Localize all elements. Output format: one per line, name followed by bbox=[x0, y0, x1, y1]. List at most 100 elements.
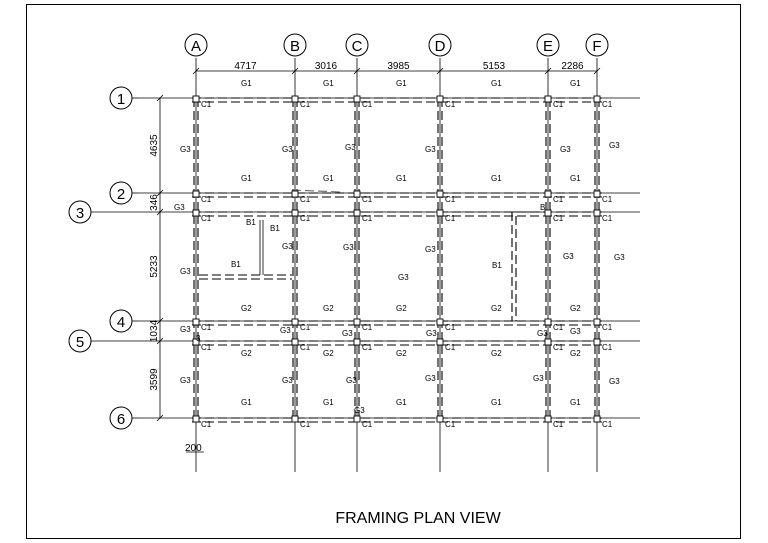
column-c1 bbox=[544, 190, 552, 198]
column-label-c1: C1 bbox=[300, 420, 311, 429]
beam-label-b1: B1 bbox=[492, 261, 502, 270]
column-c1 bbox=[436, 338, 444, 346]
column-c1 bbox=[192, 338, 200, 346]
grid-label-6: 6 bbox=[117, 411, 125, 428]
beam-label-g1: G1 bbox=[570, 398, 581, 407]
dimension-tick-left bbox=[156, 317, 164, 325]
beam-label-g1: G1 bbox=[241, 79, 252, 88]
column-label-c1: C1 bbox=[553, 343, 564, 352]
drawing-title: FRAMING PLAN VIEW bbox=[335, 510, 501, 527]
column-c1 bbox=[593, 95, 601, 103]
beam-label-g1: G1 bbox=[491, 174, 502, 183]
column-label-c1: C1 bbox=[602, 323, 613, 332]
dimension-tick-top bbox=[544, 67, 552, 75]
column-label-c1: C1 bbox=[201, 343, 212, 352]
beam-label-g1: G1 bbox=[570, 174, 581, 183]
column-c1 bbox=[544, 318, 552, 326]
beam-label-g3: G3 bbox=[282, 242, 293, 251]
column-label-c1: C1 bbox=[300, 100, 311, 109]
column-label-c1: C1 bbox=[201, 100, 212, 109]
column-label-c1: C1 bbox=[553, 214, 564, 223]
beam-label-g1: G1 bbox=[491, 398, 502, 407]
column-c1 bbox=[353, 95, 361, 103]
column-label-c1: C1 bbox=[362, 100, 373, 109]
column-c1 bbox=[291, 338, 299, 346]
beam-label-g3: G3 bbox=[180, 145, 191, 154]
dimension-text-left: 5233 bbox=[149, 255, 160, 278]
beam-label-g1: G1 bbox=[241, 174, 252, 183]
grid-bubble-f bbox=[585, 33, 609, 57]
column-label-c1: C1 bbox=[553, 420, 564, 429]
beam-label-b1: B1 bbox=[246, 218, 256, 227]
beam-label-b: B bbox=[540, 203, 545, 212]
beam-label-g2: G2 bbox=[241, 304, 252, 313]
beam-label-g1: G1 bbox=[570, 79, 581, 88]
column-c1 bbox=[593, 338, 601, 346]
column-label-c1: C1 bbox=[445, 343, 456, 352]
beam-label-g3: G3 bbox=[426, 329, 437, 338]
column-c1 bbox=[436, 318, 444, 326]
grid-label-1: 1 bbox=[117, 91, 125, 108]
grid-bubble-e bbox=[536, 33, 560, 57]
dimension-tick-top bbox=[436, 67, 444, 75]
beam-label-g3: G3 bbox=[354, 406, 365, 415]
column-label-c1: C1 bbox=[602, 214, 613, 223]
grid-bubble-b bbox=[283, 33, 307, 57]
beam-label-b1: B1 bbox=[231, 260, 241, 269]
beam-label-g3: G3 bbox=[343, 243, 354, 252]
column-label-c1: C1 bbox=[602, 100, 613, 109]
beam-label-g1: G1 bbox=[491, 79, 502, 88]
beam-label-g3: G3 bbox=[280, 326, 291, 335]
grid-bubble-d bbox=[428, 33, 452, 57]
column-label-c1: C1 bbox=[201, 420, 212, 429]
dimension-text-top: 4717 bbox=[234, 61, 257, 72]
beam-label-g3: G3 bbox=[537, 329, 548, 338]
dimension-tick-left bbox=[156, 208, 164, 216]
dimension-tick-left bbox=[156, 189, 164, 197]
beam-label-g3: G3 bbox=[282, 376, 293, 385]
column-label-c1: C1 bbox=[300, 195, 311, 204]
dimension-text-top: 5153 bbox=[483, 61, 506, 72]
grid-bubble-a bbox=[184, 33, 208, 57]
dimension-tick-left bbox=[156, 94, 164, 102]
beam-label-g3: G3 bbox=[174, 203, 185, 212]
grid-label-2: 2 bbox=[117, 186, 125, 203]
beam-label-g3: G3 bbox=[560, 145, 571, 154]
column-c1 bbox=[544, 338, 552, 346]
beam-label-g3: G3 bbox=[614, 253, 625, 262]
beam-label-g3: G3 bbox=[282, 145, 293, 154]
column-c1 bbox=[436, 190, 444, 198]
dimension-tick-left bbox=[156, 414, 164, 422]
column-c1 bbox=[353, 318, 361, 326]
column-c1 bbox=[593, 415, 601, 423]
column-c1 bbox=[353, 338, 361, 346]
beam-label-g3: G3 bbox=[570, 327, 581, 336]
beam-label-g3: G3 bbox=[180, 376, 191, 385]
column-label-c1: C1 bbox=[300, 323, 311, 332]
dimension-text-left: 1034 bbox=[149, 319, 160, 342]
column-c1 bbox=[291, 190, 299, 198]
offset-dimension-text: 200 bbox=[185, 443, 202, 454]
column-label-c1: C1 bbox=[201, 323, 212, 332]
column-label-c1: C1 bbox=[362, 195, 373, 204]
column-label-c1: C1 bbox=[362, 214, 373, 223]
column-label-c1: C1 bbox=[602, 195, 613, 204]
beam-label-g2: G2 bbox=[396, 304, 407, 313]
beam-label-g1: G1 bbox=[396, 79, 407, 88]
grid-bubble-c bbox=[345, 33, 369, 57]
column-c1 bbox=[291, 415, 299, 423]
beam-label-g1: G1 bbox=[323, 398, 334, 407]
beam-label-g1: G1 bbox=[323, 79, 334, 88]
drawing-frame bbox=[26, 4, 741, 539]
column-label-c1: C1 bbox=[300, 343, 311, 352]
column-label-c1: C1 bbox=[445, 214, 456, 223]
column-c1 bbox=[192, 415, 200, 423]
beam-label-g2: G2 bbox=[570, 349, 581, 358]
dimension-text-top: 3016 bbox=[315, 61, 338, 72]
column-label-c1: C1 bbox=[445, 323, 456, 332]
column-label-c1: C1 bbox=[362, 323, 373, 332]
beam-label-g3: G3 bbox=[563, 252, 574, 261]
beam-label-g2: G2 bbox=[570, 304, 581, 313]
column-label-c1: C1 bbox=[553, 323, 564, 332]
